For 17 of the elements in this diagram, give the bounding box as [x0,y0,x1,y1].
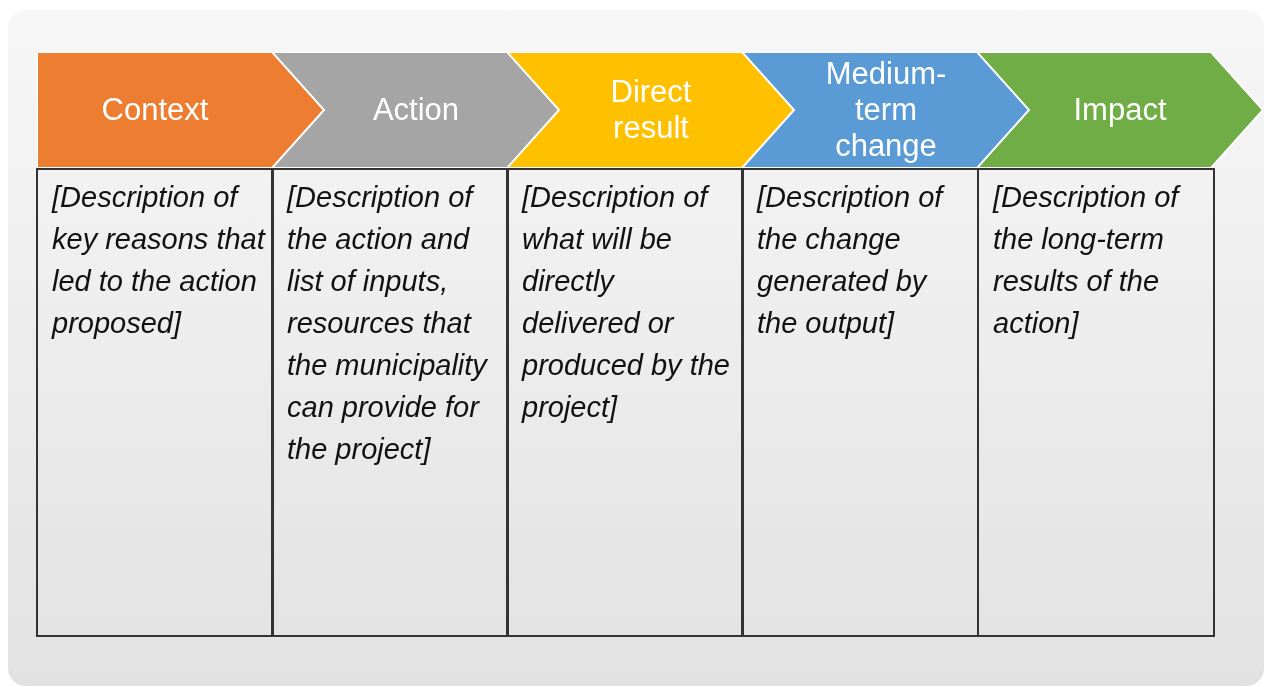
step-title: Impact [1073,92,1167,128]
chevron-step [507,52,795,168]
step-title: Action [372,92,460,128]
chevron-step [272,52,560,168]
description-text: [Description of the change generated by the output] [755,180,946,341]
description-box [271,168,509,637]
description-box [741,168,979,637]
description-text: [Description of key reasons that led to the action proposed] [50,180,267,341]
step-title: Direct result [609,74,693,146]
description-box [36,168,274,637]
description-text: [Description of what will be directly delivered or produced by the project] [520,180,731,425]
description-text: [Description of the long-term results of the action] [991,180,1182,341]
step-title: Medium-term change [824,56,948,164]
description-text: [Description of the action and list of inputs, resources that the municipality can provide for the project] [285,180,489,467]
description-box [977,168,1215,637]
chevron-step [977,52,1263,168]
description-box [506,168,744,637]
